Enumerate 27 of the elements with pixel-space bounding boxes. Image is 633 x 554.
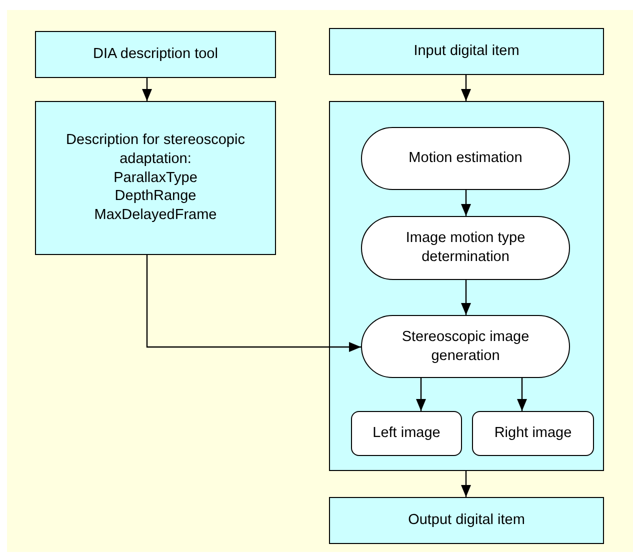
arrow [461,471,471,497]
node-label: Input digital item [414,42,520,61]
process-box [35,31,276,78]
node-label: Image motion type determination [404,229,526,267]
node-text: DepthRange [114,187,196,206]
output-box [351,411,462,456]
arrow [142,78,152,101]
arrow [461,190,471,216]
arrow [416,378,426,411]
node-label: Output digital item [408,511,525,530]
node-label: Right image [494,424,572,443]
process-box [329,28,604,75]
arrow [461,75,471,101]
node-label: Left image [372,424,440,443]
arrow [146,255,361,352]
node-label: Description for stereoscopic adaptation: [65,130,246,169]
node-text: MaxDelayedFrame [94,206,217,226]
arrow [461,280,471,315]
node-label: Motion estimation [408,149,522,168]
container-box [329,101,604,471]
node-label: DIA description tool [93,45,218,64]
node-label: Stereoscopic image generation [400,328,530,366]
process-box [35,101,276,255]
arrow [517,378,527,411]
node-text: ParallaxType [114,168,198,188]
output-box [472,411,594,456]
process-box [329,497,604,544]
